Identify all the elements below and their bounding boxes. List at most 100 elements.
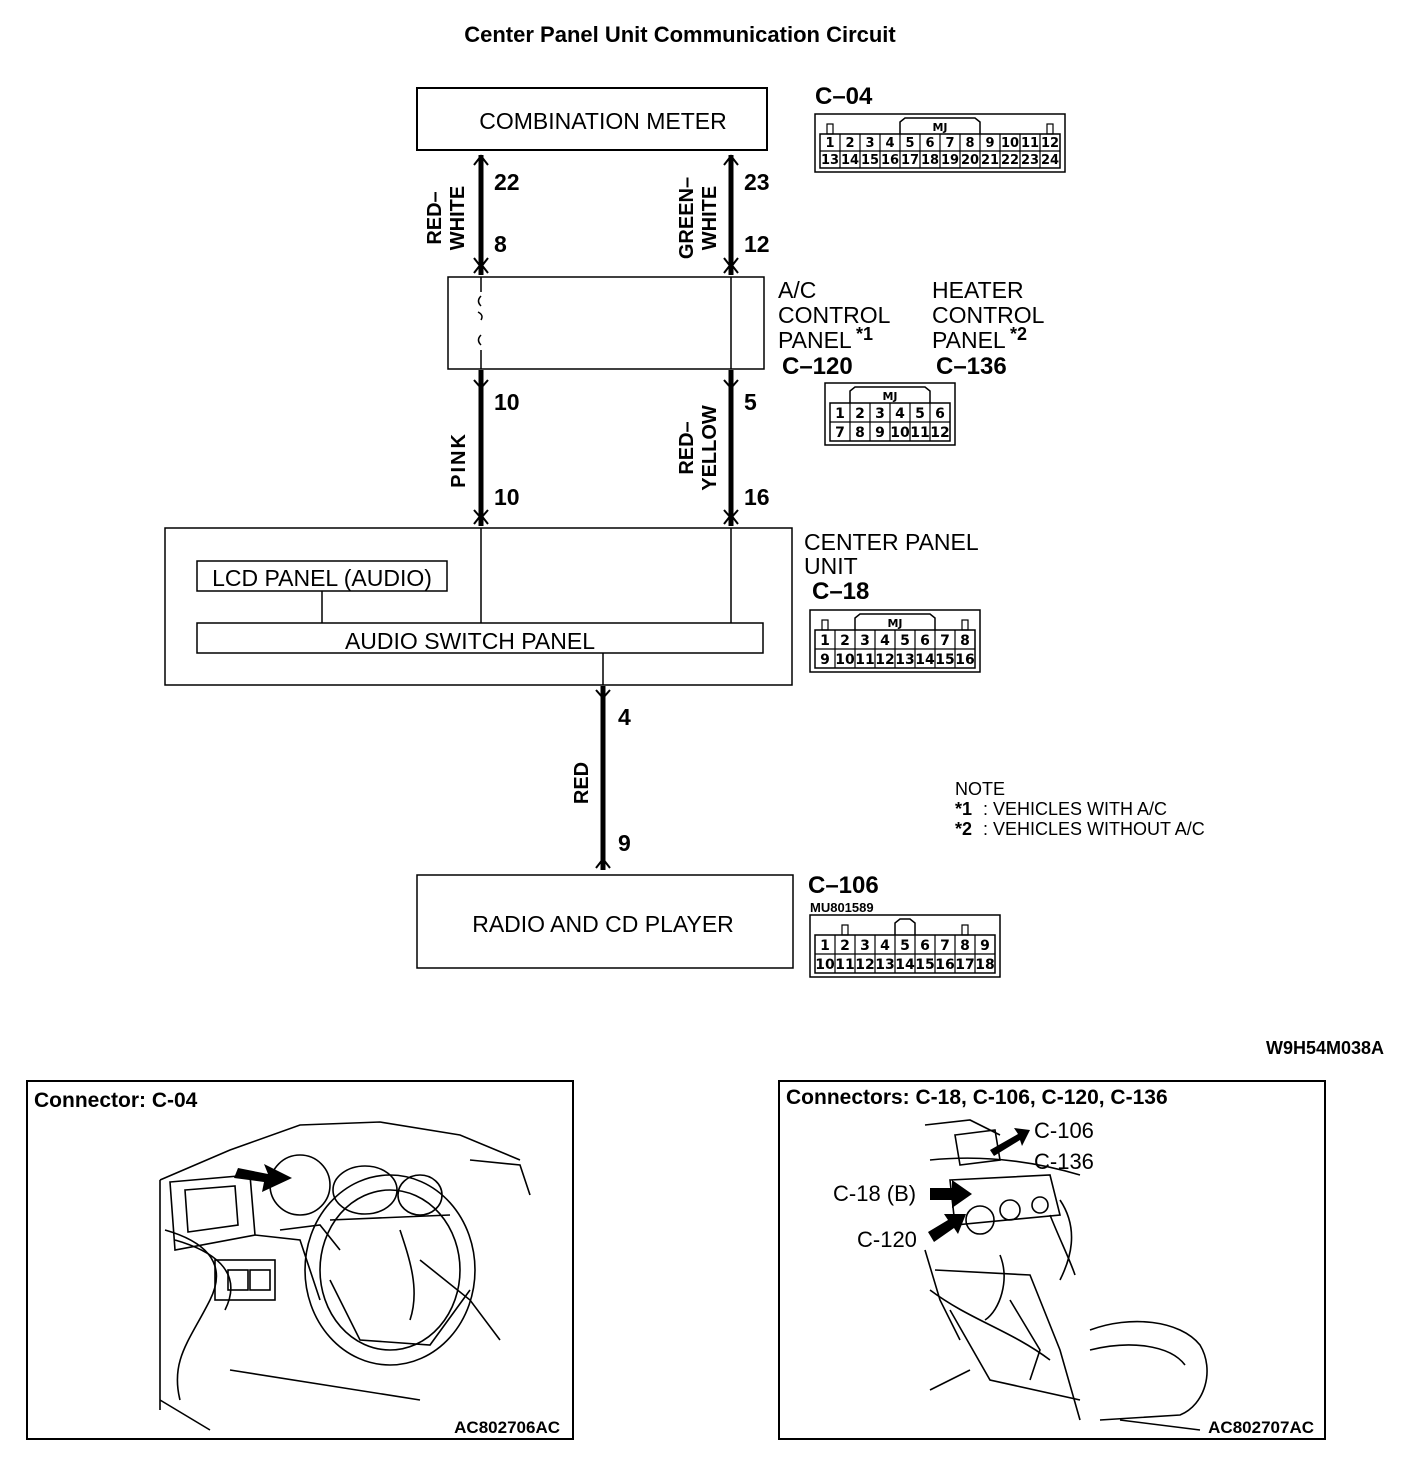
connector-id-c136: C–136 xyxy=(936,353,1007,380)
wire-green-white xyxy=(723,154,739,275)
location-panel-right-code: AC802707AC xyxy=(1208,1418,1314,1437)
pin-number: 8 xyxy=(855,425,865,441)
location-panel-right-title: Connectors: C-18, C-106, C-120, C-136 xyxy=(786,1086,1168,1109)
ac-panel-line-1: A/C xyxy=(778,277,816,303)
pin-number: 6 xyxy=(925,136,934,151)
pin-number: 9 xyxy=(980,938,990,954)
pin-number: 18 xyxy=(975,957,994,973)
arrow-right-icon xyxy=(930,1180,972,1208)
pin-number: 5 xyxy=(900,633,910,649)
pin-number: 2 xyxy=(845,136,854,151)
pin-number: 15 xyxy=(915,957,934,973)
pin-number: 12 xyxy=(855,957,874,973)
pin-number: 10 xyxy=(1001,136,1019,151)
note-line: : VEHICLES WITHOUT A/C xyxy=(983,819,1205,839)
ac-panel-footnote-mark: *1 xyxy=(856,324,873,344)
wire-red xyxy=(595,686,611,870)
pin-number: 22 xyxy=(1001,153,1019,168)
connector-id-c18: C–18 xyxy=(812,578,869,605)
pin-label: 10 xyxy=(494,484,520,510)
wire-color-label: PINK xyxy=(448,432,470,488)
heater-panel-line-1: HEATER xyxy=(932,277,1024,303)
pin-number: 16 xyxy=(881,153,899,168)
pin-number: 16 xyxy=(955,652,974,668)
lcd-panel-label: LCD PANEL (AUDIO) xyxy=(212,565,432,591)
pin-number: 13 xyxy=(821,153,839,168)
pin-label: 9 xyxy=(618,830,631,856)
pin-number: 13 xyxy=(895,652,914,668)
wire-color-label: RED– xyxy=(424,191,446,244)
audio-switch-panel-label: AUDIO SWITCH PANEL xyxy=(345,628,595,654)
heater-panel-footnote-mark: *2 xyxy=(1010,324,1027,344)
radio-cd-player-box xyxy=(416,874,794,969)
pin-number: 2 xyxy=(840,938,850,954)
pin-number: 24 xyxy=(1041,153,1059,168)
callout-c106: C-106 xyxy=(1034,1118,1094,1143)
pin-number: 3 xyxy=(860,633,870,649)
pin-number: 10 xyxy=(815,957,835,973)
pin-label: 4 xyxy=(618,704,631,730)
pin-number: 1 xyxy=(835,406,845,422)
connector-id-c04: C–04 xyxy=(815,83,873,110)
pin-number: 1 xyxy=(825,136,834,151)
pin-number: 8 xyxy=(960,938,970,954)
pin-label: 12 xyxy=(744,231,770,257)
pin-number: 5 xyxy=(915,406,925,422)
pin-number: 19 xyxy=(941,153,959,168)
pin-number: 10 xyxy=(835,652,855,668)
pin-number: 7 xyxy=(835,425,845,441)
pin-number: 8 xyxy=(960,633,970,649)
pin-number: 4 xyxy=(895,406,905,422)
center-panel-unit-box xyxy=(164,527,793,686)
audio-switch-panel-box xyxy=(196,622,764,654)
pin-number: 12 xyxy=(930,425,949,441)
pin-number: 10 xyxy=(890,425,910,441)
pin-number: 11 xyxy=(1021,136,1039,151)
pin-number: 7 xyxy=(940,938,950,954)
pin-number: 12 xyxy=(875,652,894,668)
combination-meter-box xyxy=(416,87,768,151)
pin-number: 15 xyxy=(861,153,879,168)
arrow-right-icon xyxy=(928,1214,966,1242)
pin-number: 20 xyxy=(961,153,979,168)
location-panel-left-title: Connector: C-04 xyxy=(34,1089,198,1112)
connector-id-c106: C–106 xyxy=(808,872,879,899)
pin-label: 8 xyxy=(494,231,507,257)
pin-number: 7 xyxy=(945,136,954,151)
pin-label: 23 xyxy=(744,169,770,195)
arrow-right-icon xyxy=(990,1128,1030,1156)
arrow-right-icon xyxy=(234,1164,292,1192)
pin-label: 16 xyxy=(744,484,770,510)
connector-tag: MJ xyxy=(887,617,902,630)
wire-pink xyxy=(473,370,489,526)
location-panel-right xyxy=(778,1080,1326,1440)
wire-color-label: YELLOW xyxy=(699,405,721,491)
pin-label: 10 xyxy=(494,389,520,415)
pin-number: 21 xyxy=(981,153,999,168)
pin-number: 9 xyxy=(875,425,885,441)
callout-c120: C-120 xyxy=(857,1227,917,1252)
ac-panel-line-3: PANEL xyxy=(778,327,852,353)
location-panel-left-code: AC802706AC xyxy=(454,1418,560,1437)
pin-number: 17 xyxy=(955,957,974,973)
wire-color-label: WHITE xyxy=(447,186,469,250)
heater-panel-line-2: CONTROL xyxy=(932,302,1045,328)
wire-color-label: RED xyxy=(571,762,593,804)
pin-number: 11 xyxy=(835,957,854,973)
connector-tag: MJ xyxy=(932,121,947,134)
pin-number: 7 xyxy=(940,633,950,649)
pin-number: 17 xyxy=(901,153,919,168)
pin-number: 11 xyxy=(855,652,874,668)
pin-number: 18 xyxy=(921,153,939,168)
note-line: : VEHICLES WITH A/C xyxy=(983,799,1167,819)
pin-label: 22 xyxy=(494,169,520,195)
callout-c18: C-18 (B) xyxy=(833,1181,916,1206)
connector-part-number: MU801589 xyxy=(810,900,874,915)
pin-number: 1 xyxy=(820,633,830,649)
connector-id-c120: C–120 xyxy=(782,353,853,380)
